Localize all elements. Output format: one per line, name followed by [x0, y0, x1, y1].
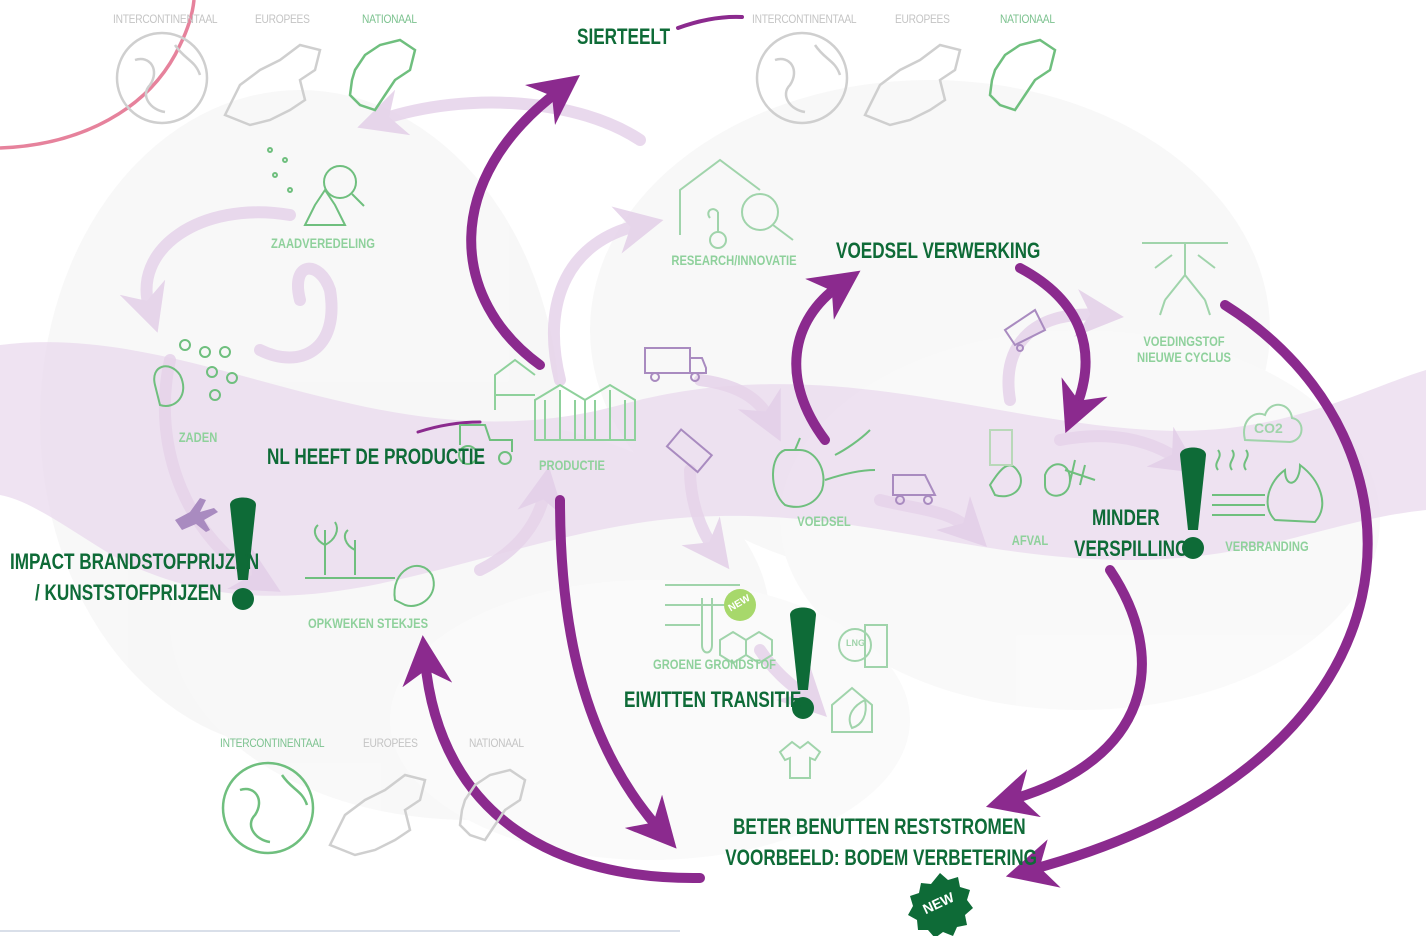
exclamation-icon	[1180, 447, 1206, 559]
shirt-icon	[778, 740, 822, 779]
node-label-groene: GROENE GRONDSTOF	[653, 656, 777, 672]
scope-label-european: EUROPEES	[895, 12, 950, 26]
house-leaf-icon	[831, 686, 873, 733]
scope-label-intercontinental: INTERCONTINENTAAL	[752, 12, 857, 26]
tractor-icon	[458, 424, 513, 465]
node-label-research: RESEARCH/INNOVATIE	[671, 252, 797, 268]
purple-arrows	[402, 14, 1373, 888]
roots-icon	[1142, 242, 1228, 316]
node-label-afval: AFVAL	[1011, 532, 1049, 548]
globe-icon	[221, 761, 315, 855]
node-icons	[153, 147, 1324, 779]
node-label-opkweken: OPKWEKEN STEKJES	[307, 615, 429, 631]
new-badge-large	[908, 873, 973, 936]
greenhouse-icon	[494, 358, 636, 441]
node-label-zaden: ZADEN	[178, 429, 218, 445]
node-label-voedingstof: VOEDINGSTOF	[1143, 333, 1225, 349]
callout-sierteelt: SIERTEELT	[577, 24, 671, 49]
airplane-icon	[175, 498, 218, 532]
dump-truck-icon	[892, 308, 1047, 505]
scope-label-national: NATIONAAL	[469, 736, 524, 750]
scope-icons-bottom	[221, 761, 527, 857]
vegetables-icon	[772, 429, 876, 508]
exclamation-icon	[790, 607, 816, 719]
callout-impact-line2: / KUNSTSTOFPRIJZEN	[35, 580, 222, 605]
green-material-icon	[665, 584, 773, 665]
europe-map-icon	[328, 773, 427, 857]
waste-icon	[988, 429, 1096, 498]
bottom-divider	[0, 930, 680, 932]
europe-map-icon	[863, 43, 962, 127]
research-greenhouse-icon	[679, 158, 794, 249]
exclamation-icon	[230, 497, 256, 610]
europe-map-icon	[223, 43, 322, 127]
seedlings-icon	[305, 521, 435, 607]
fire-icon	[1212, 449, 1324, 524]
callout-beter-benutten: BETER BENUTTEN RESTSTROMEN	[733, 814, 1026, 839]
node-label-verbranding: VERBRANDING	[1225, 538, 1309, 554]
callout-eiwitten: EIWITTEN TRANSITIE	[624, 687, 802, 712]
scope-label-national: NATIONAAL	[362, 12, 417, 26]
scope-label-intercontinental: INTERCONTINENTAAL	[220, 736, 325, 750]
lng-tank-icon	[838, 624, 888, 668]
globe-icon	[115, 31, 209, 125]
scope-label-european: EUROPEES	[363, 736, 418, 750]
seed-research-icon	[267, 147, 365, 226]
callout-voedsel-verwerking: VOEDSEL VERWERKING	[836, 238, 1041, 263]
scope-label-intercontinental: INTERCONTINENTAAL	[113, 12, 218, 26]
callout-nl-productie: NL HEEFT DE PRODUCTIE	[267, 444, 486, 469]
node-label-voedsel: VOEDSEL	[797, 513, 851, 529]
lng-text: LNG	[846, 638, 865, 648]
seeds-icon	[153, 339, 238, 407]
truck-icon	[644, 347, 714, 474]
node-label-productie: PRODUCTIE	[539, 457, 605, 473]
new-badge-small	[724, 589, 756, 621]
scope-icons-top-left	[115, 31, 417, 127]
netherlands-map-icon	[348, 38, 417, 112]
node-label-nieuwe-cyclus: NIEUWE CYCLUS	[1137, 349, 1231, 365]
callout-verspilling: VERSPILLING	[1074, 536, 1189, 561]
callout-bodem-verbetering: VOORBEELD: BODEM VERBETERING	[725, 845, 1037, 870]
scope-label-european: EUROPEES	[255, 12, 310, 26]
co2-cloud-icon	[1243, 403, 1303, 444]
netherlands-map-icon	[988, 38, 1057, 112]
callout-impact-line1: IMPACT BRANDSTOFPRIJZEN	[10, 549, 260, 574]
co2-text: CO2	[1254, 420, 1283, 436]
exclamation-icons	[230, 447, 1206, 719]
node-label-zaadveredeling: ZAADVEREDELING	[271, 235, 375, 251]
scope-icons-top-right	[755, 31, 1057, 127]
callout-minder: MINDER	[1092, 505, 1160, 530]
lilac-band	[0, 342, 1426, 596]
netherlands-map-icon	[458, 768, 527, 842]
scope-label-national: NATIONAAL	[1000, 12, 1055, 26]
pink-ring	[0, 0, 196, 150]
light-arrows	[119, 89, 1200, 717]
globe-icon	[755, 31, 849, 125]
